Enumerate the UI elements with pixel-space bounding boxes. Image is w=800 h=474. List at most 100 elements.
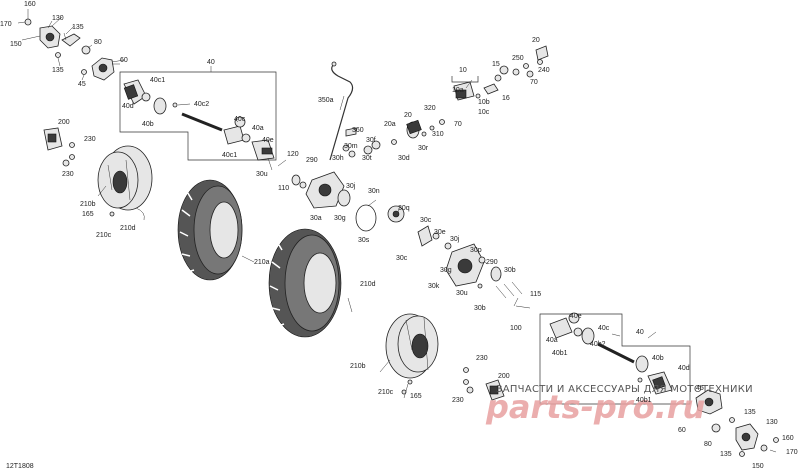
callout: 200 [58, 119, 70, 126]
callout: 40d [678, 365, 690, 372]
upper-driveshaft-kit-40 [119, 66, 277, 161]
callout: 210c [378, 389, 394, 396]
callout: 230 [62, 171, 74, 178]
callout: 30d [398, 155, 410, 162]
figure-id: 12T1808 [6, 463, 34, 470]
callout: 210b [350, 363, 366, 370]
watermark-tagline: ЗАПЧАСТИ И АКСЕССУАРЫ ДЛЯ МОТОТЕХНИКИ [496, 384, 753, 395]
callout: 40 [636, 329, 644, 336]
callout: 30p [470, 247, 482, 254]
watermark-logo: parts-pro.ru [485, 388, 705, 426]
callout: 100 [510, 325, 522, 332]
callout: 40c1 [150, 77, 165, 84]
callout: 80 [94, 39, 102, 46]
callout: 30r [418, 145, 429, 152]
callout: 20a [384, 121, 396, 128]
callout: 40d [122, 103, 134, 110]
callout: 150 [10, 41, 22, 48]
callout: 230 [476, 355, 488, 362]
callout: 320 [424, 105, 436, 112]
callout: 130 [52, 15, 64, 22]
callout: 40 [207, 59, 215, 66]
callout: 30c [420, 217, 432, 224]
pinion-shaft-group [451, 45, 549, 101]
callout: 170 [0, 21, 12, 28]
callout: 290 [486, 259, 498, 266]
callout: 20 [532, 37, 540, 44]
callout: 40c [598, 325, 610, 332]
callout: 40c1 [222, 152, 237, 159]
callout: 30a [310, 215, 322, 222]
callout: 30g [334, 215, 346, 222]
callout: 40a [252, 125, 264, 132]
callout: 135 [744, 409, 756, 416]
rear-differential [291, 119, 531, 309]
callout: 210a [254, 259, 270, 266]
callout: 20 [404, 112, 412, 119]
bottom-right-knuckle-group [695, 389, 779, 457]
right-rear-wheel-rim [385, 313, 505, 401]
callout: 30u [256, 171, 268, 178]
callout: 170 [786, 449, 798, 456]
callout: 40b1 [636, 397, 652, 404]
callout: 80 [704, 441, 712, 448]
callout: 10 [459, 67, 467, 74]
callout: 230 [84, 136, 96, 143]
callout: 40c2 [194, 101, 209, 108]
callout: 30t [362, 155, 372, 162]
top-left-knuckle-group [17, 9, 120, 81]
callout: 135 [720, 451, 732, 458]
callout: 45 [78, 81, 86, 88]
callout: 310 [432, 131, 444, 138]
callout: 210b [80, 201, 96, 208]
rear-tire-lower [268, 228, 353, 338]
callout: 135 [72, 24, 84, 31]
left-rear-wheel-rim [43, 127, 153, 221]
lower-driveshaft-kit-40 [539, 312, 691, 405]
callout: 30f [366, 137, 376, 144]
callout: 40e [570, 313, 582, 320]
rear-tire-upper [177, 179, 243, 281]
callout: 250 [512, 55, 524, 62]
callout: 130 [766, 419, 778, 426]
callout: 240 [538, 67, 550, 74]
callout: 30s [358, 237, 370, 244]
callout: 16 [502, 95, 510, 102]
callout: 165 [410, 393, 422, 400]
watermark: parts-pro.ru ЗАПЧАСТИ И АКСЕССУАРЫ ДЛЯ М… [485, 384, 753, 426]
callout: 210d [120, 225, 136, 232]
callout: 30j [346, 183, 356, 190]
callout: 10b [478, 99, 490, 106]
callout: 30b [474, 305, 486, 312]
callout: 60 [120, 57, 128, 64]
callout: 30c [396, 255, 408, 262]
callout: 210c [96, 232, 112, 239]
callout: 350a [318, 97, 334, 104]
callout: 70 [454, 121, 462, 128]
callout: 30j [450, 236, 460, 243]
callout: 30e [434, 229, 446, 236]
callout: 40b [652, 355, 664, 362]
callout: 115 [530, 291, 541, 298]
callout: 150 [752, 463, 764, 470]
callout: 30g [440, 267, 452, 274]
callout: 15 [492, 61, 500, 68]
callout: 165 [82, 211, 94, 218]
callout: 230 [452, 397, 464, 404]
callout: 40a [546, 337, 558, 344]
callout: 160 [24, 1, 36, 8]
callout: 160 [782, 435, 794, 442]
callout: 40b1 [552, 350, 568, 357]
callout: 30n [368, 188, 380, 195]
callout: 45 [696, 385, 704, 392]
callout: 40c [234, 116, 246, 123]
callout: 30u [456, 290, 468, 297]
callout: 30b [504, 267, 516, 274]
callout: 210d [360, 281, 376, 288]
callout: 40b2 [590, 341, 606, 348]
callout: 70 [530, 79, 538, 86]
callout: 120 [287, 151, 299, 158]
callout: 135 [52, 67, 64, 74]
